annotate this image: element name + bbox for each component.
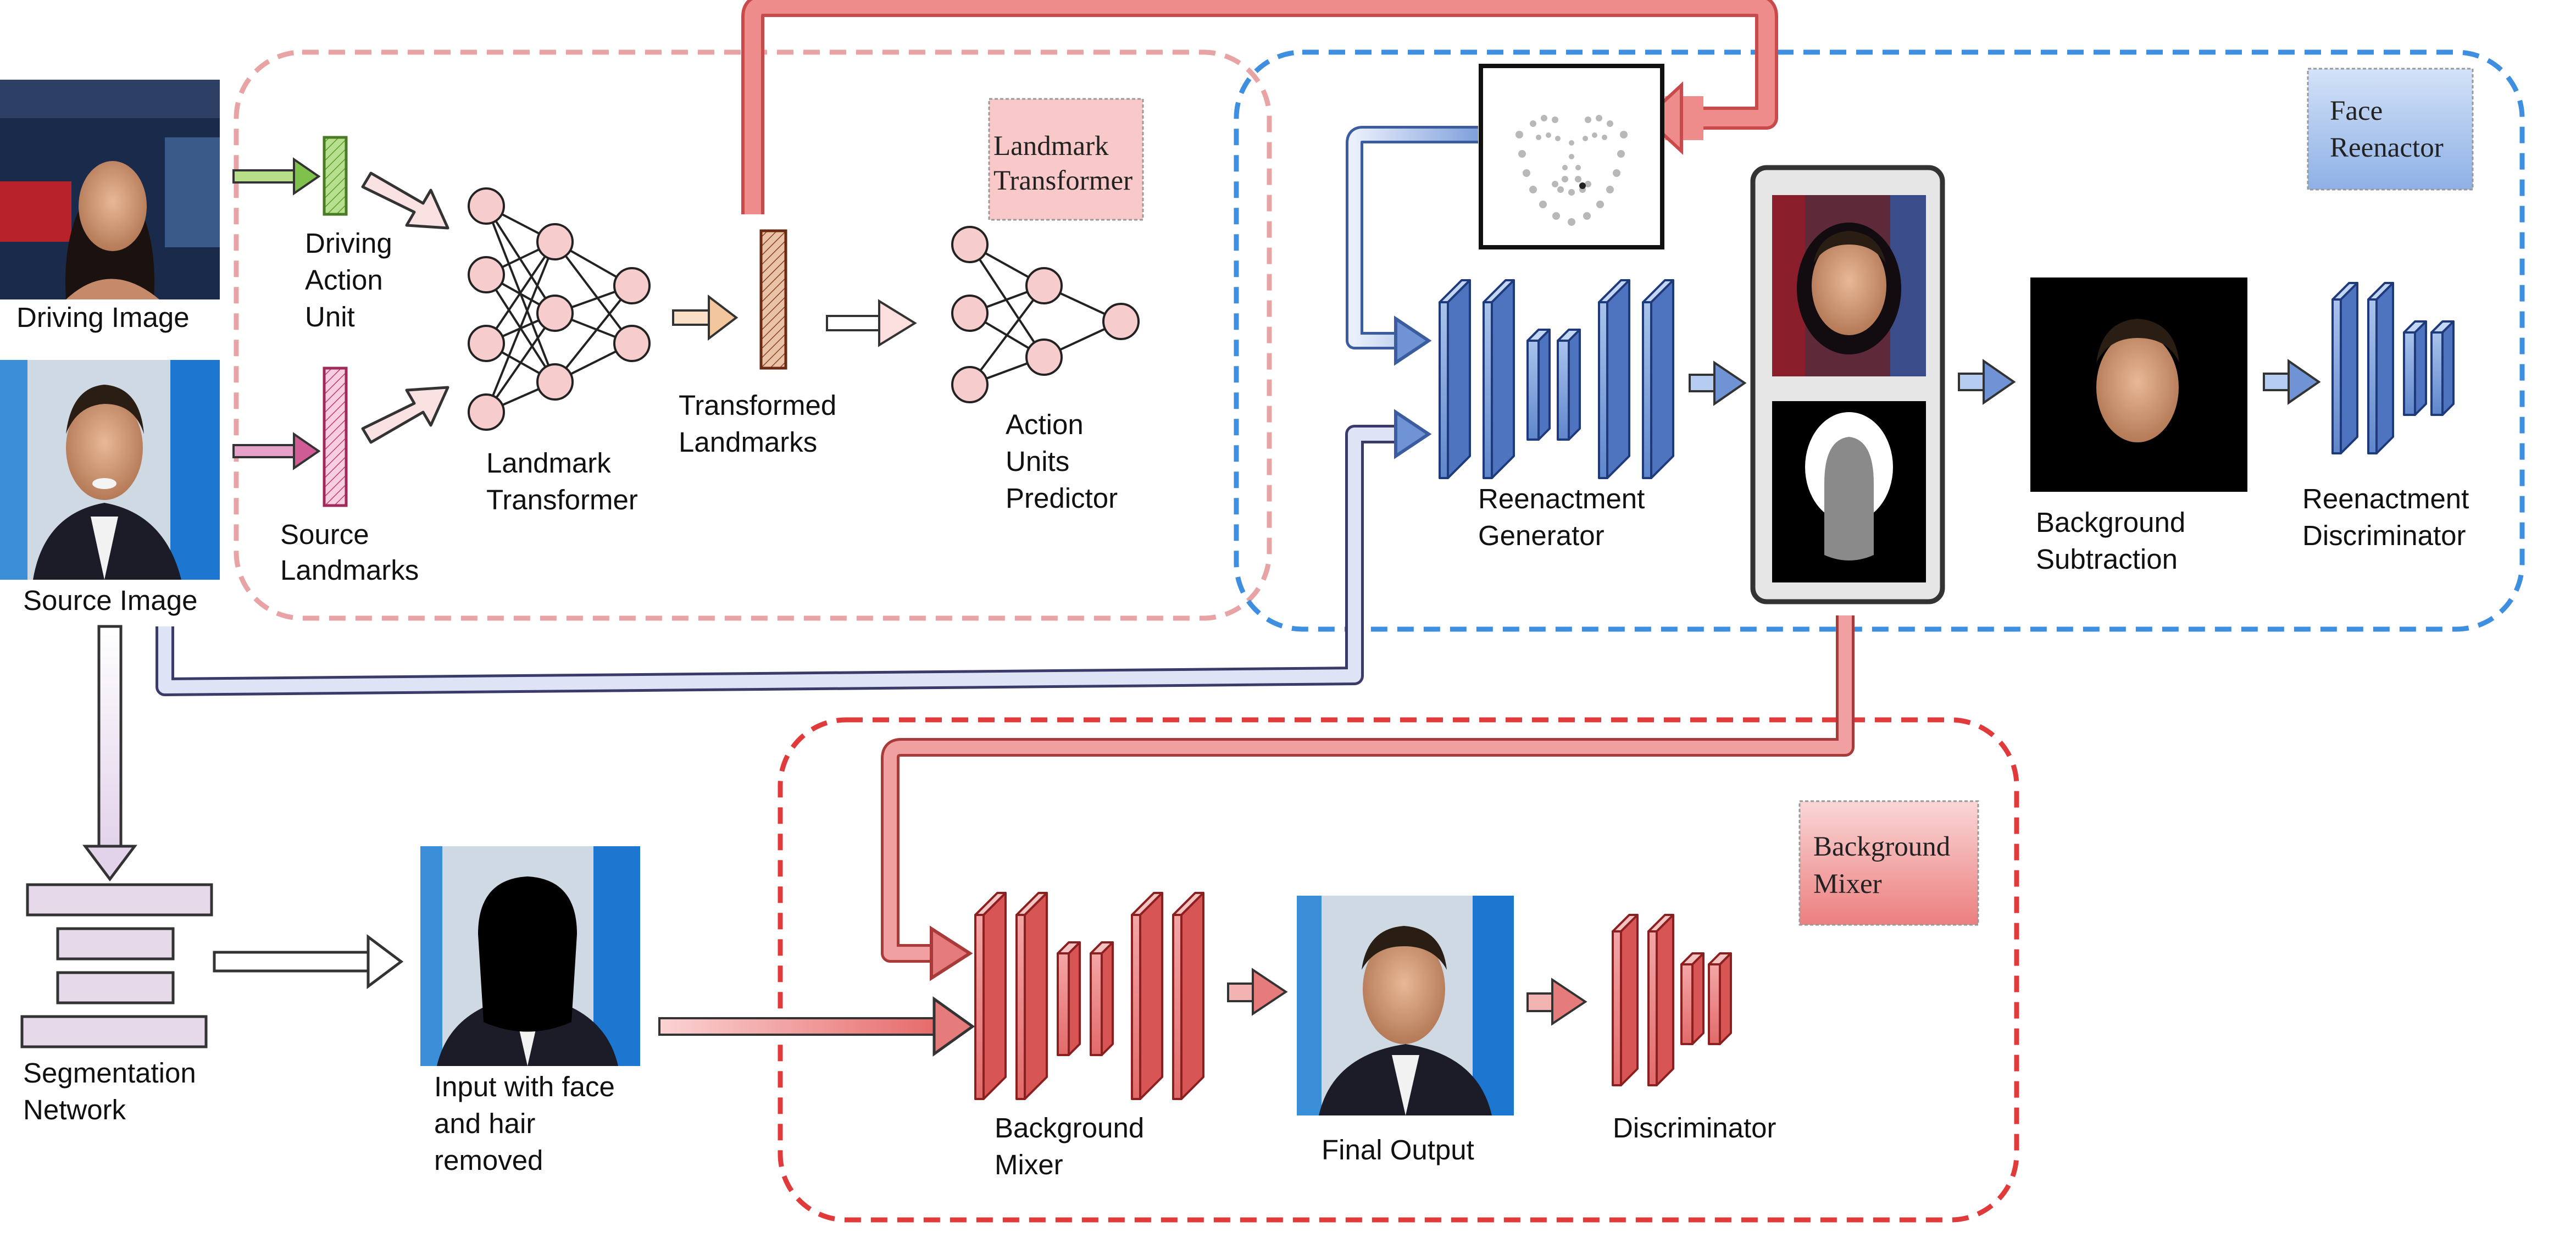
label-line: Driving [305, 227, 392, 259]
label-line: Transformed [679, 390, 836, 421]
label-line: Generator [1478, 520, 1605, 551]
au-to-transformer-arrow [361, 171, 449, 230]
transformed-landmarks-bar [759, 229, 787, 370]
driving-to-au-arrow [232, 157, 321, 196]
mixer-module-boundary [778, 717, 2019, 1223]
face-removed-image [420, 846, 640, 1066]
action-units-predictor-network [951, 226, 1140, 403]
sketch-to-generator-connector [1346, 126, 1478, 366]
source-image [0, 360, 220, 580]
face-reenactor-tag: Face Reenactor [2307, 68, 2474, 191]
mixer-discriminator-label: Discriminator [1613, 1112, 1776, 1143]
driving-action-unit-bar [323, 136, 348, 216]
segmentation-to-removed-arrow [213, 934, 404, 989]
driving-action-unit-label: Driving Action Unit [305, 227, 392, 332]
source-image-label: Source Image [23, 585, 198, 616]
landmarks-to-transformer-arrow [361, 386, 449, 444]
source-to-generator-connector [156, 409, 1432, 696]
removed-to-mixer-arrow [658, 996, 975, 1057]
background-mixer-tag: Background Mixer [1798, 800, 1979, 926]
transformed-landmarks-label: Transformed Landmarks [679, 390, 836, 458]
reenactment-discriminator [2331, 282, 2455, 454]
segmentation-network-label: Segmentation Network [23, 1057, 196, 1125]
tag-line-1: Face [2330, 96, 2383, 126]
action-units-predictor-label: Action Units Predictor [1006, 409, 1118, 514]
label-line: Source [280, 519, 369, 550]
reenactment-generator-label: Reenactment Generator [1478, 483, 1645, 551]
tag-line-2: Transformer [993, 165, 1132, 196]
driving-image-label: Driving Image [16, 302, 190, 333]
label-line: Action [305, 264, 383, 296]
final-output-label: Final Output [1322, 1134, 1474, 1165]
output-to-discriminator-arrow [1526, 978, 1587, 1026]
transformer-to-transformed-arrow [672, 294, 739, 341]
face-removed-label: Input with face and hair removed [434, 1071, 615, 1176]
output-to-mixer-connector [881, 615, 1855, 981]
label-line: Landmarks [280, 554, 419, 586]
background-subtraction-image [2030, 277, 2247, 492]
label-line: Action [1006, 409, 1084, 440]
label-line: Network [23, 1094, 126, 1125]
background-mixer-label: Background Mixer [995, 1112, 1144, 1180]
label-line: Background [2036, 507, 2185, 538]
mixer-to-output-arrow [1227, 968, 1288, 1016]
landmark-sketch [1479, 64, 1664, 249]
source-landmarks-label: Source Landmarks [280, 519, 419, 586]
final-output-image [1297, 896, 1514, 1115]
generator-output-panel [1750, 165, 1945, 604]
source-to-segmentation-arrow [82, 625, 137, 882]
tag-line-1: Landmark [993, 131, 1109, 162]
label-line: Mixer [995, 1149, 1063, 1180]
label-line: Predictor [1006, 482, 1118, 514]
output-to-subtraction-arrow [1958, 359, 2016, 405]
label-line: Landmarks [679, 426, 817, 458]
reenactment-discriminator-label: Reenactment Discriminator [2302, 483, 2469, 551]
source-landmarks-bar [323, 367, 348, 507]
label-line: Input with face [434, 1071, 615, 1102]
label-line: Landmark [486, 447, 611, 479]
reenactment-generator [1439, 279, 1674, 479]
source-to-landmarks-arrow [232, 432, 321, 470]
tag-line-1: Background [1813, 831, 1950, 862]
generator-to-output-arrow [1689, 360, 1747, 406]
background-subtraction-label: Background Subtraction [2036, 507, 2185, 575]
transformed-to-predictor-arrow [826, 299, 917, 347]
label-line: Reenactment [2302, 483, 2469, 514]
reactor-module-boundary [1234, 49, 2525, 632]
segmentation-network [20, 883, 213, 1048]
label-line: Segmentation [23, 1057, 196, 1089]
landmark-transformer-label: Landmark Transformer [486, 447, 638, 515]
label-line: Reenactment [1478, 483, 1645, 514]
mixer-discriminator [1612, 914, 1732, 1086]
background-mixer-network [974, 892, 1204, 1100]
label-line: Units [1006, 446, 1069, 477]
tag-line-2: Mixer [1813, 869, 1882, 900]
landmark-transformer-network [468, 187, 651, 431]
label-line: Unit [305, 301, 355, 332]
label-line: Transformer [486, 484, 638, 515]
label-line: Discriminator [2302, 520, 2466, 551]
landmark-transformer-tag: Landmark Transformer [988, 98, 1144, 221]
driving-image [0, 80, 220, 299]
label-line: Background [995, 1112, 1144, 1143]
label-line: Subtraction [2036, 543, 2178, 575]
label-line: and hair [434, 1108, 535, 1139]
label-line: removed [434, 1145, 543, 1176]
subtraction-to-discriminator-arrow [2263, 359, 2321, 405]
tag-line-2: Reenactor [2330, 132, 2444, 163]
